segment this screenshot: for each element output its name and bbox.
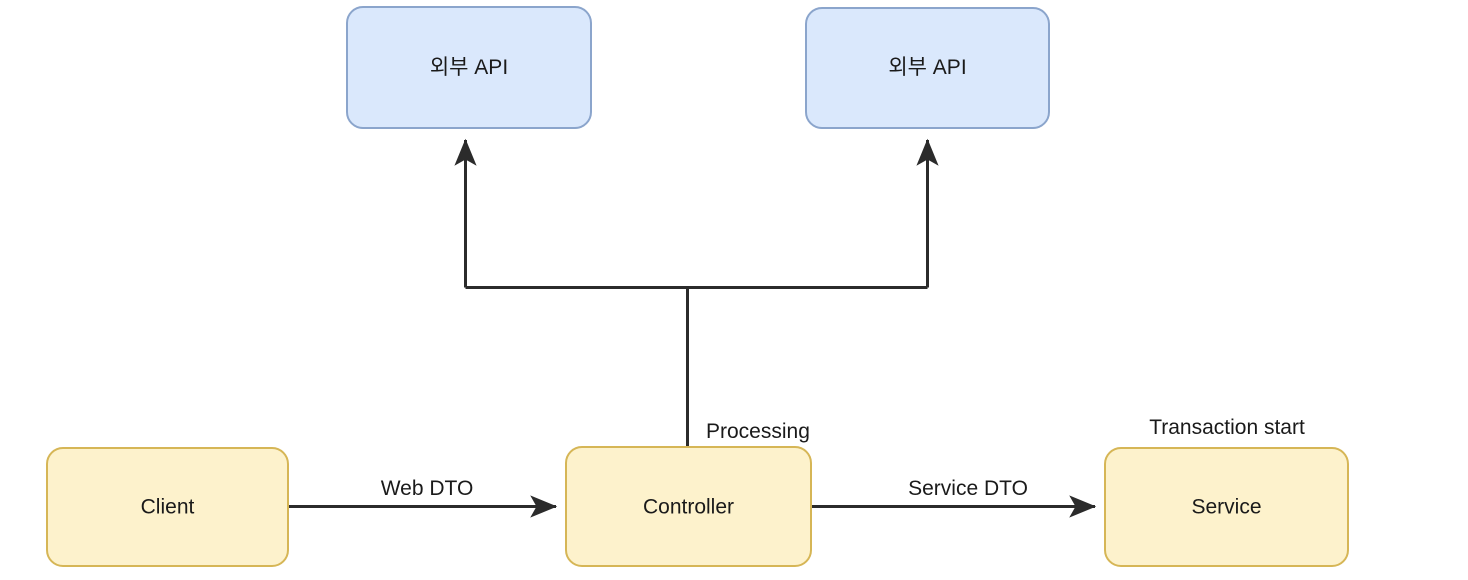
edge-label-service-dto: Service DTO — [908, 477, 1028, 500]
client-shape — [46, 447, 289, 567]
edge-controller-to-external-apis[interactable] — [454, 138, 939, 447]
node-service[interactable]: Service — [1104, 447, 1349, 567]
node-external-api-left[interactable]: 외부 API — [346, 6, 592, 129]
edge-label-web-dto: Web DTO — [381, 477, 474, 500]
node-external-api-right[interactable]: 외부 API — [805, 7, 1050, 129]
edge-label-processing: Processing — [706, 420, 810, 443]
external-api-left-label: 외부 API — [430, 56, 508, 79]
annotation-transaction-start: Transaction start — [1149, 416, 1305, 439]
service-shape — [1104, 447, 1349, 567]
node-controller[interactable]: Controller — [565, 446, 812, 567]
service-label: Service — [1191, 496, 1261, 519]
client-label: Client — [141, 496, 195, 519]
controller-label: Controller — [643, 496, 734, 519]
external-api-left-shape — [346, 6, 592, 129]
node-client[interactable]: Client — [46, 447, 289, 567]
external-api-right-shape — [805, 7, 1050, 129]
external-api-right-label: 외부 API — [888, 56, 966, 79]
controller-shape — [565, 446, 812, 567]
